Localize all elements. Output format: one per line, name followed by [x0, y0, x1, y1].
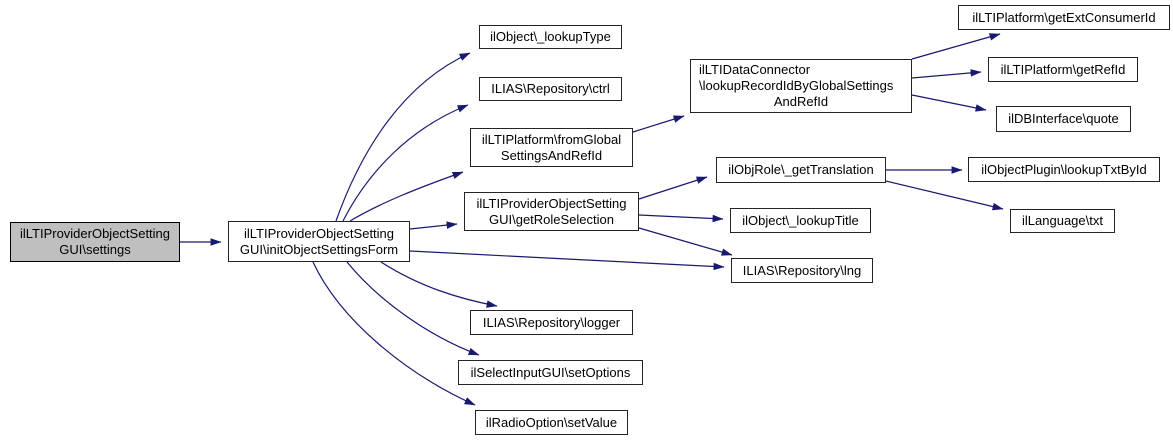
node-lookupRecordIdByGlobalSettingsAndRefId[interactable]: ilLTIDataConnector \lookupRecordIdByGlob…: [690, 59, 912, 113]
node-setOptions[interactable]: ilSelectInputGUI\setOptions: [458, 360, 643, 385]
node-setValue[interactable]: ilRadioOption\setValue: [475, 410, 628, 435]
node-initObjectSettingsForm[interactable]: ilLTIProviderObjectSetting GUI\initObjec…: [228, 221, 410, 262]
node-line: AndRefId: [773, 94, 829, 109]
node-getRoleSelection[interactable]: ilLTIProviderObjectSetting GUI\getRoleSe…: [464, 192, 639, 231]
edge-getRoleSelection-to-lookupTitle: [638, 214, 724, 223]
edge-initObjectSettingsForm-to-setValue: [312, 261, 476, 406]
node-lookupTitle[interactable]: ilObject\_lookupTitle: [730, 208, 871, 233]
edge-fromGlobalSettingsAndRefId-to-lookupRecordIdByGlobalSettingsAndRefId: [632, 115, 685, 133]
node-getTranslation[interactable]: ilObjRole\_getTranslation: [716, 157, 886, 183]
edge-getRoleSelection-to-getTranslation: [638, 176, 708, 200]
node-settings: ilLTIProviderObjectSetting GUI\settings: [10, 222, 180, 262]
node-ctrl[interactable]: ILIAS\Repository\ctrl: [479, 77, 622, 101]
node-quote[interactable]: ilDBInterface\quote: [996, 106, 1131, 132]
edge-initObjectSettingsForm-to-ctrl: [342, 104, 469, 222]
node-lookupType[interactable]: ilObject\_lookupType: [479, 25, 622, 49]
edge-lookupRecordIdByGlobalSettingsAndRefId-to-getRefId: [911, 69, 982, 79]
edge-initObjectSettingsForm-to-lng: [409, 250, 725, 271]
edge-initObjectSettingsForm-to-getRoleSelection: [409, 221, 458, 230]
node-lookupTxtById[interactable]: ilObjectPlugin\lookupTxtById: [968, 157, 1160, 182]
node-line: \lookupRecordIdByGlobalSettings: [699, 78, 894, 93]
edge-initObjectSettingsForm-to-fromGlobalSettingsAndRefId: [349, 171, 464, 222]
node-logger[interactable]: ILIAS\Repository\logger: [470, 310, 633, 335]
edge-initObjectSettingsForm-to-logger: [380, 261, 498, 308]
node-line: ilLTIDataConnector: [699, 62, 811, 77]
edge-lookupRecordIdByGlobalSettingsAndRefId-to-getExtConsumerId: [911, 33, 1001, 60]
edge-getRoleSelection-to-lng: [638, 227, 733, 256]
node-fromGlobalSettingsAndRefId[interactable]: ilLTIPlatform\fromGlobal SettingsAndRefI…: [470, 128, 633, 167]
node-lng[interactable]: ILIAS\Repository\lng: [731, 258, 873, 283]
edge-getTranslation-to-txt: [885, 180, 1004, 211]
edge-lookupRecordIdByGlobalSettingsAndRefId-to-quote: [911, 94, 987, 112]
edge-initObjectSettingsForm-to-lookupType: [335, 52, 471, 222]
edge-initObjectSettingsForm-to-setOptions: [346, 261, 480, 356]
node-txt[interactable]: ilLanguage\txt: [1010, 209, 1115, 233]
node-getRefId[interactable]: ilLTIPlatform\getRefId: [988, 57, 1138, 82]
node-getExtConsumerId[interactable]: ilLTIPlatform\getExtConsumerId: [958, 5, 1170, 30]
